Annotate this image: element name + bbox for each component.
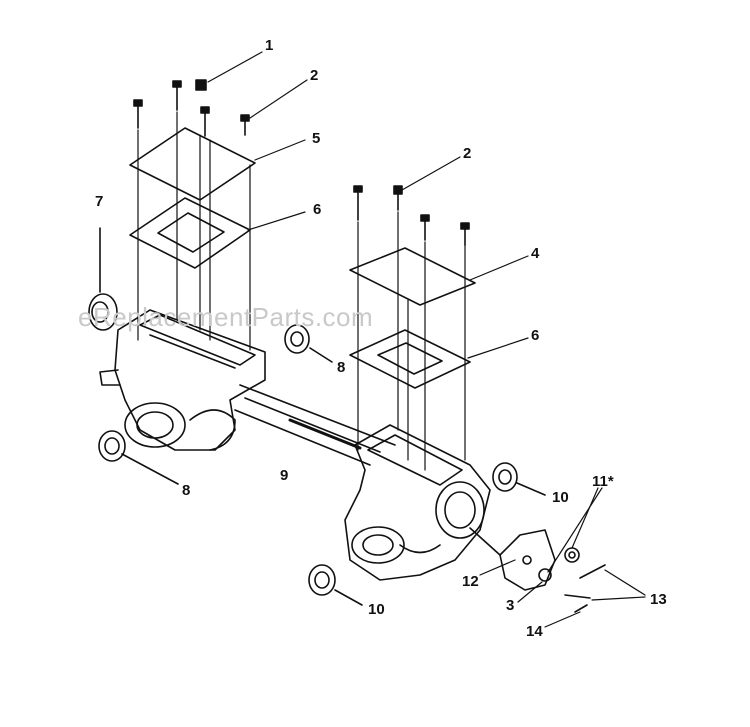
cover-plate-right bbox=[349, 247, 476, 306]
callout-4: 4 bbox=[531, 245, 540, 262]
bearing-10-lower bbox=[308, 564, 363, 606]
part-11-seal bbox=[564, 547, 580, 563]
callout-3: 3 bbox=[506, 597, 514, 614]
bearing-8-lower bbox=[98, 430, 179, 485]
nut-part-1 bbox=[195, 79, 207, 91]
callout-9: 9 bbox=[280, 467, 288, 484]
bearing-10-upper bbox=[492, 462, 546, 496]
gasket-left bbox=[129, 197, 251, 269]
part-3-washer bbox=[538, 568, 552, 582]
callout-2-right: 2 bbox=[463, 145, 471, 162]
callout-7: 7 bbox=[95, 193, 103, 210]
callout-10-upper: 10 bbox=[552, 489, 569, 506]
watermark: eReplacementParts.com bbox=[78, 302, 373, 332]
callout-1: 1 bbox=[265, 37, 273, 54]
bolt-group-left bbox=[133, 79, 250, 137]
callout-14: 14 bbox=[526, 623, 543, 640]
seal-7 bbox=[88, 227, 118, 331]
bearing-8-upper bbox=[284, 324, 333, 363]
callout-5: 5 bbox=[312, 130, 320, 147]
callout-11: 11* bbox=[592, 473, 614, 490]
callout-6-right: 6 bbox=[531, 327, 539, 344]
gasket-right bbox=[349, 329, 471, 389]
cover-plate-left bbox=[129, 127, 256, 201]
callout-6-left: 6 bbox=[313, 201, 321, 218]
callout-10-lower: 10 bbox=[368, 601, 385, 618]
callout-13: 13 bbox=[650, 591, 667, 608]
callout-2-top: 2 bbox=[310, 67, 318, 84]
callout-12: 12 bbox=[462, 573, 479, 590]
callout-8-upper: 8 bbox=[337, 359, 345, 376]
axle-housing bbox=[99, 309, 491, 581]
bolt-group-right bbox=[353, 185, 470, 246]
callout-8-lower: 8 bbox=[182, 482, 190, 499]
